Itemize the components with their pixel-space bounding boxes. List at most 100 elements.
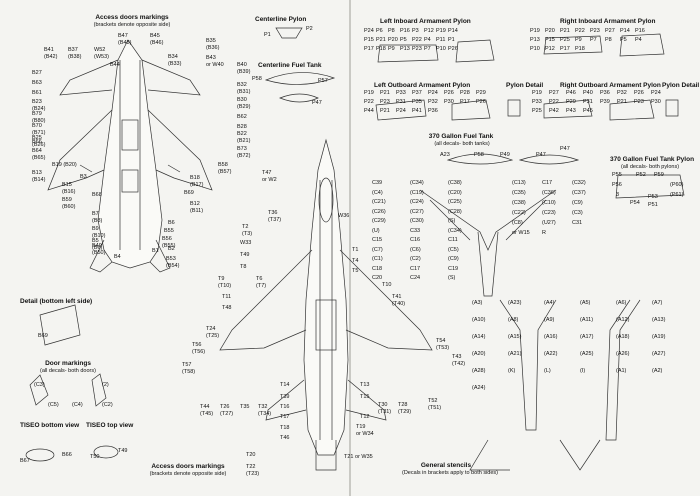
right-inboard-label-15: P4 [635,37,642,43]
callout-c5: (C5) [48,402,59,408]
tank-left-label-22: (C6) [410,246,421,253]
heading-left-outboard: Left Outboard Armament Pylon [374,82,471,89]
stencil-label-19: (A21) [508,351,522,357]
tank-wing-art [419,189,557,297]
subheading-access-bottom: (brackets denote opposite side) [149,471,227,477]
left-inboard-label-6: P19 [436,28,446,34]
callout-t22: T22 (T23) [246,464,260,477]
stencil-label-1: (A23) [508,300,522,306]
callout-t49: T49 [240,252,250,258]
stencil-label-15: (A17) [580,334,594,340]
callout-p1: P1 [264,32,271,38]
tank-left-label-28: C17 [410,265,421,272]
callout-t16: T16 [280,404,290,410]
callout-p56: P56 [612,182,622,188]
stencil-label-16: (A18) [616,334,630,340]
door-left-art [29,374,49,406]
left-inboard-label-7: P14 [448,28,458,34]
callout-t5: T5 [352,268,359,274]
stencil-label-28: (A1) [616,368,627,374]
outboard-pylons-art [375,99,655,121]
tank-right-label-16: R [542,230,546,236]
callout-b41: B41 (B42) [44,47,58,60]
tank-left-label-6: (C21) [372,199,386,205]
left-outboard-label-10: P31 [396,99,406,105]
callout-b18: B18 (B17) [190,175,204,188]
stencil-label-11: (A13) [652,317,666,323]
right-outboard-label-0: P19 [532,90,542,96]
left-outboard-label-18: P24 [396,108,406,114]
callout-b40: B40 (B39) [237,62,251,75]
tank-left-label-0: C39 [372,180,383,186]
callout-t35: T35 [240,404,250,410]
right-outboard-label-1: P27 [549,90,559,96]
callout-b55: B55 [164,228,174,234]
callout-b56: B56 (B55) [162,236,176,249]
callout-t18: T18 [280,425,290,431]
left-outboard-label-5: P26 [444,90,454,96]
left-inboard-label-13: P4 [424,37,431,43]
callout-p53: P53 [648,194,658,200]
right-inboard-label-7: P16 [635,28,645,34]
right-outboard-label-16: P25 [532,108,542,114]
right-inboard-label-16: P10 [530,46,540,52]
callout-b69: B69 [184,190,194,196]
stencil-label-20: (A22) [544,351,558,357]
callout-w36: W36 [338,213,350,219]
callout-b67: B67 [20,458,30,464]
callout-b66: B66 [32,139,42,145]
callout-b73: B73 (B72) [237,146,251,159]
tank-left-label-11: (C28) [448,208,462,215]
left-outboard-label-20: P36 [428,108,438,114]
heading-centerline-pylon: Centerline Pylon [255,16,307,23]
right-inboard-label-6: P14 [620,28,630,34]
door-right-art [91,373,107,407]
tank-left-label-1: (C34) [410,180,424,186]
callout-t8: T8 [240,264,247,270]
tank-left-label-13: (C30) [410,218,424,224]
stencil-label-4: (A6) [616,300,627,306]
callout-b45: B45 (B46) [150,33,164,46]
heading-tiseo-bottom: TISEO bottom view [20,422,80,429]
tank-left-label-16: C33 [410,227,421,234]
callout-b3: B3 [80,174,87,180]
right-outboard-label-18: P43 [566,108,576,114]
callout-b15: B15 (B16) [62,182,76,195]
right-inboard-label-1: P20 [545,28,555,34]
callout-p47-tank-b: P47 [560,146,570,152]
subheading-access-top: (brackets denote opposite side) [93,22,171,28]
tank-right-label-6: (C38) [512,200,526,206]
detail-left-art [39,304,81,346]
callout-t44: T44 (T45) [200,404,214,417]
callout-b6: B6 [168,220,175,226]
general-stencils-art [469,299,641,471]
callout-t36: T36 (T37) [268,210,282,223]
callout-c4: (C4) [72,402,83,408]
left-outboard-label-11: P35 [412,99,422,105]
callout-t41: T41 (T40) [392,294,406,307]
tank-right-label-5: (C37) [572,190,586,196]
tank-right-label-15: or W15 [512,230,530,236]
tank-left-label-19: C16 [410,237,421,243]
callout-b23: B23 (B24) [32,99,46,112]
callout-t10: T10 [382,282,392,288]
tank-left-label-32: (S) [448,275,456,281]
tank-right-label-7: (C10) [542,200,556,206]
callout-w52: W52 (W53) [94,47,109,60]
subheading-door-markings: (all decals- both doors) [40,368,96,374]
callout-b79: B79 (B80) [32,111,46,124]
callout-c2: (C2) [102,402,113,408]
callout-p49: P49 [500,152,510,158]
stencil-label-6: (A10) [472,317,486,323]
tank-left-label-24: (C1) [372,256,383,262]
right-outboard-label-4: P36 [600,90,610,96]
heading-detail-left: Detail (bottom left side) [20,298,93,305]
callout-t20: T20 [246,452,256,458]
heading-access-bottom: Access doors markings [151,463,225,470]
left-outboard-label-19: P41 [412,108,422,114]
callout-b68: B68 [92,192,102,198]
right-inboard-label-9: P15 [545,37,555,43]
stencil-label-0: (A3) [472,300,483,306]
callout-t12: T12 [360,414,370,420]
left-outboard-label-3: P37 [412,90,422,96]
